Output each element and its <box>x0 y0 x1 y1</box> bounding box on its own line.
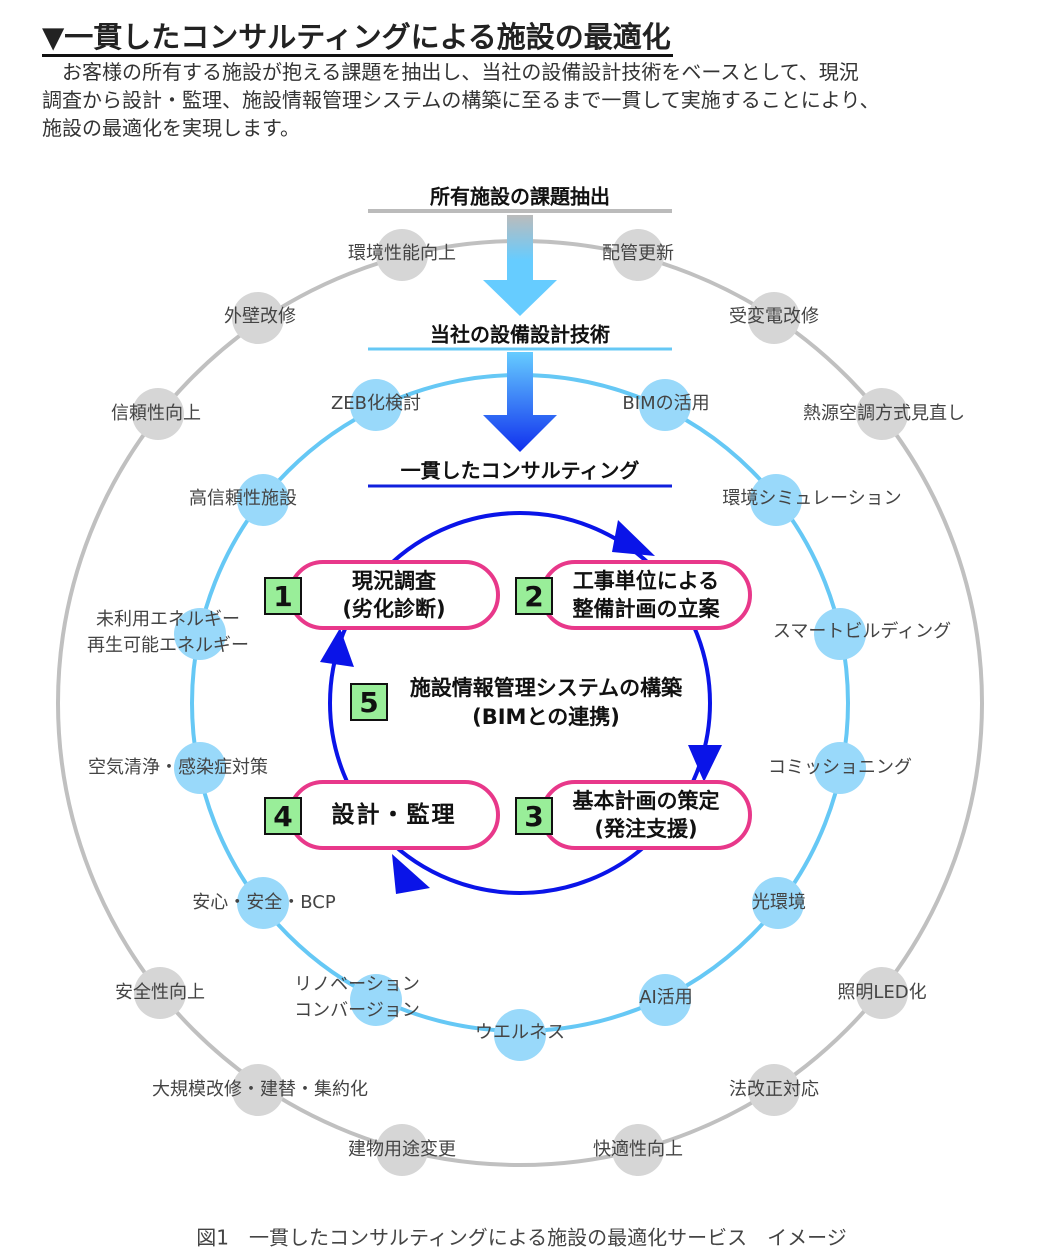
page-title: ▼一貫したコンサルティングによる施設の最適化 <box>42 20 673 57</box>
step-subtitle: 整備計画の立案 <box>572 597 720 621</box>
step-title: 現況調査 <box>352 569 436 593</box>
outer-dot <box>376 1124 428 1176</box>
inner-item: スマートビルディング <box>772 621 952 642</box>
outer-dot <box>376 229 428 281</box>
outer-item: 受変電改修 <box>729 306 819 327</box>
cycle-ring <box>328 511 712 895</box>
outer-dot <box>134 967 186 1019</box>
step-subtitle: (劣化診断) <box>342 597 446 621</box>
inner-dot <box>237 877 289 929</box>
step-number-badge: 3 <box>515 797 553 835</box>
inner-item: 光環境 <box>752 892 806 913</box>
outer-item: 照明LED化 <box>837 982 927 1003</box>
inner-dot <box>639 379 691 431</box>
cycle-arrow-icon <box>688 745 722 782</box>
cycle-step-4: 設計・監理 <box>288 780 500 850</box>
outer-item: 外壁改修 <box>224 306 296 327</box>
step-number-badge: 4 <box>264 797 302 835</box>
outer-item: 法改正対応 <box>729 1079 819 1100</box>
inner-item: BIMの活用 <box>622 393 710 414</box>
step-number-badge: 5 <box>350 683 388 721</box>
outer-item: 熱源空調方式見直し <box>803 403 965 424</box>
arrow-down-icon <box>483 352 557 452</box>
inner-dot <box>237 474 289 526</box>
outer-item: 信頼性向上 <box>111 403 201 424</box>
step-title: 施設情報管理システムの構築 <box>409 676 683 700</box>
outer-item: 快適性向上 <box>593 1139 683 1160</box>
outer-dot <box>232 1064 284 1116</box>
flow-step-issues: 所有施設の課題抽出 <box>430 184 610 209</box>
step-number-badge: 2 <box>515 577 553 615</box>
inner-dot <box>174 608 226 660</box>
step-subtitle: (発注支援) <box>594 817 698 841</box>
outer-dot <box>612 229 664 281</box>
cycle-step-5: 施設情報管理システムの構築 (BIMとの連携) <box>396 674 696 732</box>
cycle-arrow-icon <box>392 854 430 894</box>
inner-dot <box>814 608 866 660</box>
step-title: 設計・監理 <box>331 802 457 828</box>
outer-item: 建物用途変更 <box>348 1139 456 1160</box>
arrow-down-icon <box>483 215 557 316</box>
inner-dot <box>494 1009 546 1061</box>
outer-dot <box>748 1064 800 1116</box>
intro-text: お客様の所有する施設が抱える課題を抽出し、当社の設備設計技術をベースとして、現況… <box>42 58 1032 142</box>
cycle-step-1: 現況調査 (劣化診断) <box>288 560 500 630</box>
outer-dot <box>748 292 800 344</box>
inner-item: 環境シミュレーション <box>722 488 902 509</box>
inner-item: AI活用 <box>639 987 693 1008</box>
inner-item-energy: 未利用エネルギー 再生可能エネルギー <box>87 607 249 659</box>
figure-caption: 図1 一貫したコンサルティングによる施設の最適化サービス イメージ <box>196 1225 847 1250</box>
inner-dot <box>350 379 402 431</box>
flow-step-consulting: 一貫したコンサルティング <box>400 458 640 483</box>
inner-item: 高信頼性施設 <box>189 488 297 509</box>
inner-item: 未利用エネルギー <box>96 609 240 630</box>
outer-dot <box>612 1124 664 1176</box>
flow-step-technology: 当社の設備設計技術 <box>430 322 610 347</box>
inner-item: リノベーション <box>294 974 420 995</box>
inner-item: 安心・安全・BCP <box>192 892 336 913</box>
cycle-step-3: 基本計画の策定 (発注支援) <box>540 780 752 850</box>
step-number-badge: 1 <box>264 577 302 615</box>
intro-line: 調査から設計・監理、施設情報管理システムの構築に至るまで一貫して実施することによ… <box>42 88 880 112</box>
cycle-arrow-icon <box>320 628 354 667</box>
intro-line: 施設の最適化を実現します。 <box>42 116 300 140</box>
outer-item: 安全性向上 <box>115 982 205 1003</box>
step-subtitle: (BIMとの連携) <box>472 705 620 729</box>
inner-item: ウエルネス <box>475 1022 565 1043</box>
inner-dot <box>174 742 226 794</box>
inner-dot <box>814 742 866 794</box>
cycle-arrow-icon <box>612 520 655 556</box>
outer-dot <box>132 388 184 440</box>
inner-dot <box>752 877 804 929</box>
intro-line: お客様の所有する施設が抱える課題を抽出し、当社の設備設計技術をベースとして、現況 <box>42 60 859 84</box>
inner-item: コミッショニング <box>768 757 912 778</box>
cycle-step-2: 工事単位による 整備計画の立案 <box>540 560 752 630</box>
step-title: 基本計画の策定 <box>572 789 720 813</box>
inner-dot <box>750 474 802 526</box>
outer-dot <box>856 388 908 440</box>
outer-dot <box>232 292 284 344</box>
outer-item: 環境性能向上 <box>348 243 456 264</box>
inner-item: ZEB化検討 <box>330 393 422 414</box>
inner-item: 空気清浄・感染症対策 <box>88 757 268 778</box>
inner-item-renovation: リノベーション コンバージョン <box>294 972 420 1024</box>
inner-dot <box>639 974 691 1026</box>
inner-item: コンバージョン <box>294 1000 420 1021</box>
step-title: 工事単位による <box>572 569 720 593</box>
inner-item: 再生可能エネルギー <box>87 635 249 656</box>
outer-dot <box>856 967 908 1019</box>
outer-item: 配管更新 <box>602 243 674 264</box>
outer-item: 大規模改修・建替・集約化 <box>152 1079 368 1100</box>
inner-dot <box>350 974 402 1026</box>
